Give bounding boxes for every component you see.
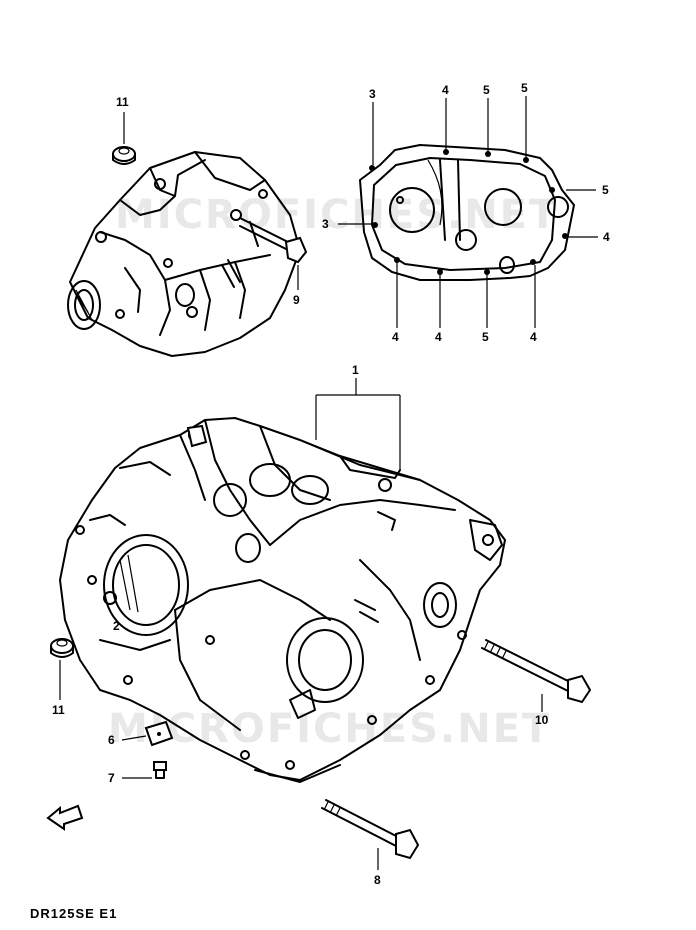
callout-4-top: 4 (442, 83, 449, 97)
callout-5-bottom: 5 (482, 330, 489, 344)
callout-1: 1 (352, 363, 359, 377)
washer-11-left (50, 638, 74, 658)
callout-4-right: 4 (603, 230, 610, 244)
callout-4-bottom-b: 4 (435, 330, 442, 344)
bolt-10 (481, 639, 592, 704)
washer-11-top (112, 146, 136, 165)
callout-10: 10 (535, 713, 549, 727)
callout-3-top: 3 (369, 87, 376, 101)
callout-7: 7 (108, 771, 115, 785)
callout-6: 6 (108, 733, 115, 747)
callout-11-left: 11 (52, 703, 65, 717)
callout-5-top-a: 5 (483, 83, 490, 97)
model-label: DR125SE E1 (30, 906, 118, 921)
callout-5-top-b: 5 (521, 81, 528, 95)
bolt-8 (321, 799, 420, 860)
crankcase-gasket (359, 144, 575, 281)
callout-4-bottom-a: 4 (392, 330, 399, 344)
callout-2: 2 (113, 619, 120, 633)
main-crankcase (59, 417, 506, 783)
callout-9: 9 (293, 293, 300, 307)
callout-5-right: 5 (602, 183, 609, 197)
front-arrow-icon (46, 804, 84, 831)
left-crankcase-half (67, 151, 308, 357)
screw-7 (153, 761, 167, 779)
callout-4-bottom-c: 4 (530, 330, 537, 344)
callout-3-left: 3 (322, 217, 329, 231)
plate-6 (144, 720, 174, 747)
callout-11-top: 11 (116, 95, 129, 109)
leader-lines (59, 96, 598, 870)
callout-8: 8 (374, 873, 381, 887)
watermark-top: MICROFICHES.NET (115, 192, 559, 238)
